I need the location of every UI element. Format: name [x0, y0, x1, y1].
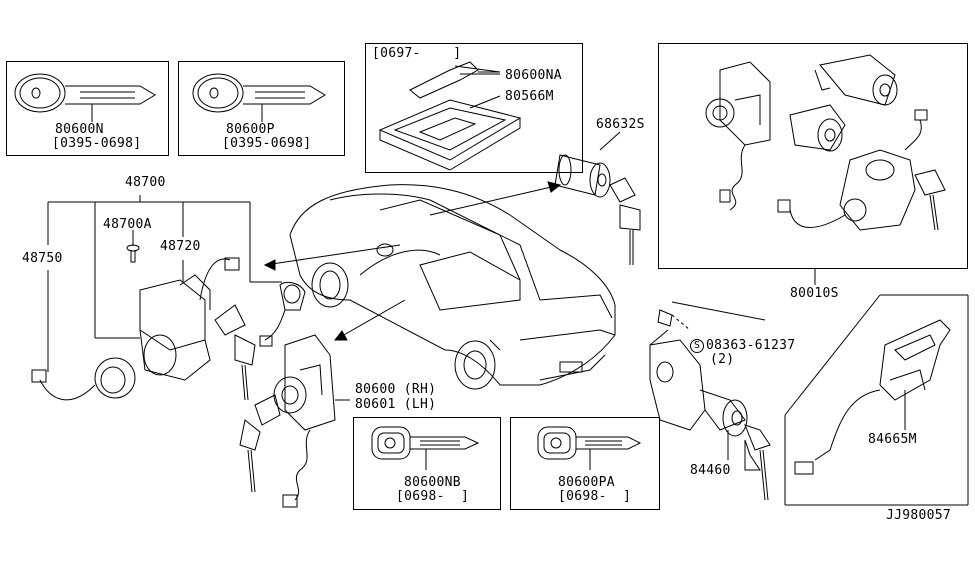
diagram-id: JJ980057 [886, 508, 952, 523]
car-body-icon [289, 184, 616, 390]
key-80600n-icon [14, 73, 156, 122]
label-80600pa: 80600PA [558, 475, 615, 490]
label-80600nb: 80600NB [404, 475, 461, 490]
key-80600na-icon [409, 61, 501, 99]
label-48700a: 48700A [103, 217, 152, 232]
glove-box-lock-84460-icon [649, 301, 771, 501]
box-key-80600nb [353, 417, 501, 510]
label-80600p-range: [0395-0698] [222, 136, 312, 151]
label-80600n-range: [0395-0698] [52, 136, 142, 151]
label-68632s: 68632S [596, 117, 645, 132]
ignition-48700-icon [139, 257, 256, 401]
box-key-set-80010s [658, 43, 968, 269]
box-key-80600n [6, 61, 169, 156]
steering-lock-48720-icon [259, 281, 306, 347]
label-80600pa-range: [0698- ] [558, 489, 632, 504]
label-80600n: 80600N [55, 122, 104, 137]
key-set-80010s-parts-icon [705, 54, 946, 231]
screw-symbol-icon: S [690, 339, 704, 353]
key-80600p-icon [192, 73, 326, 122]
label-80566m: 80566M [505, 89, 554, 104]
box-key-80600na [365, 43, 583, 173]
door-lock-80600-icon [239, 334, 350, 508]
label-80010s: 80010S [790, 286, 839, 301]
label-48720: 48720 [160, 239, 201, 254]
label-84460: 84460 [690, 463, 731, 478]
key-80600pa-icon [537, 426, 642, 470]
label-08363-61237: 08363-61237 [706, 338, 796, 353]
leader-arrows [263, 181, 562, 341]
label-80600p: 80600P [226, 122, 275, 137]
key-case-80566m-icon [378, 95, 522, 171]
trunk-cylinder-68632s-icon [554, 131, 641, 265]
label-80600na-range: [0697- ] [372, 46, 462, 61]
label-08363-qty: (2) [710, 352, 735, 367]
label-80600na: 80600NA [505, 68, 562, 83]
label-84665m: 84665M [868, 432, 917, 447]
label-48700: 48700 [125, 175, 166, 190]
label-80600-rh: 80600 (RH) [355, 382, 437, 397]
key-80600nb-icon [371, 426, 480, 470]
box-key-80600pa [510, 417, 660, 510]
callout-bracket-48700 [47, 195, 282, 372]
label-80601-lh: 80601 (LH) [355, 397, 437, 412]
screw-48700a-icon [126, 244, 140, 263]
box-key-80600p [178, 61, 345, 156]
label-80600nb-range: [0698- ] [396, 489, 470, 504]
trunk-opener-box-diagonal [784, 294, 881, 416]
label-48750: 48750 [22, 251, 63, 266]
trunk-opener-84665m-icon [794, 319, 951, 475]
illumination-ring-48750-icon [31, 357, 136, 401]
